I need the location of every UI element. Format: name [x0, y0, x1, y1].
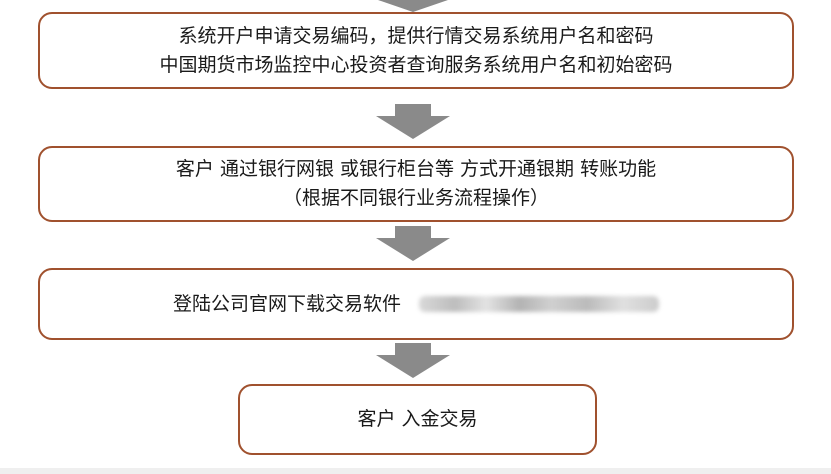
down-arrow-icon	[374, 343, 452, 379]
down-arrow-icon	[374, 0, 452, 14]
step-box-deposit-trade: 客户 入金交易	[238, 384, 597, 455]
step-box-download-software: 登陆公司官网下载交易软件	[38, 268, 794, 340]
step-line: 登陆公司官网下载交易软件	[172, 292, 401, 315]
bottom-divider	[0, 468, 831, 474]
step-line: 客户 通过银行网银 或银行柜台等 方式开通银期 转账功能	[175, 158, 657, 180]
blurred-url	[419, 296, 659, 312]
step-line: （根据不同银行业务流程操作）	[282, 187, 549, 209]
down-arrow-icon	[374, 226, 452, 262]
step-line: 中国期货市场监控中心投资者查询服务系统用户名和初始密码	[159, 53, 673, 76]
step-box-bank-transfer: 客户 通过银行网银 或银行柜台等 方式开通银期 转账功能 （根据不同银行业务流程…	[38, 146, 794, 222]
step-box-account-opening: 系统开户申请交易编码，提供行情交易系统用户名和密码 中国期货市场监控中心投资者查…	[38, 12, 794, 89]
down-arrow-icon	[374, 104, 452, 140]
step-line: 客户 入金交易	[357, 408, 478, 430]
step-line: 系统开户申请交易编码，提供行情交易系统用户名和密码	[178, 24, 654, 47]
